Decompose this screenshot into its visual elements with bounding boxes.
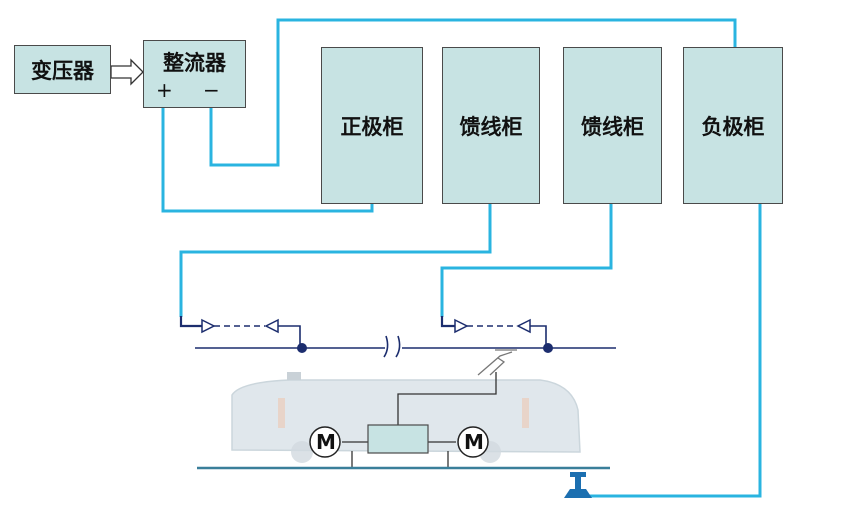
motor-right-label: M xyxy=(464,430,484,454)
traction-converter-box xyxy=(367,424,429,454)
rectifier-plus-terminal: + xyxy=(156,78,173,102)
motor-right-circle xyxy=(457,426,489,458)
train-wiring xyxy=(342,372,497,468)
rail-section xyxy=(564,472,592,498)
transformer-label: 变压器 xyxy=(31,58,94,83)
rectifier-label: 整流器 xyxy=(163,51,226,75)
pantograph xyxy=(477,349,517,376)
feeder-cabinet-1: 馈线柜 xyxy=(442,47,540,204)
feeder-cabinet-2-label: 馈线柜 xyxy=(581,114,644,139)
feeder-cabinet-1-label: 馈线柜 xyxy=(459,114,523,139)
dc-cables xyxy=(161,18,762,498)
rectifier-minus-terminal: − xyxy=(203,78,220,102)
right-feeder-switch xyxy=(440,316,553,353)
left-feeder-switch xyxy=(179,316,307,353)
rectifier-block: 整流器 xyxy=(143,40,246,108)
negative-cabinet-label: 负极柜 xyxy=(701,114,765,139)
positive-cabinet: 正极柜 xyxy=(321,47,423,204)
motor-left-label: M xyxy=(316,430,336,454)
negative-cabinet: 负极柜 xyxy=(683,47,783,204)
motor-left-circle xyxy=(309,426,341,458)
catenary-wire xyxy=(195,335,616,358)
feeder-cabinet-2: 馈线柜 xyxy=(563,47,662,204)
transformer-to-rectifier-arrow xyxy=(110,58,144,86)
transformer-block: 变压器 xyxy=(14,45,111,94)
positive-cabinet-label: 正极柜 xyxy=(340,114,404,139)
